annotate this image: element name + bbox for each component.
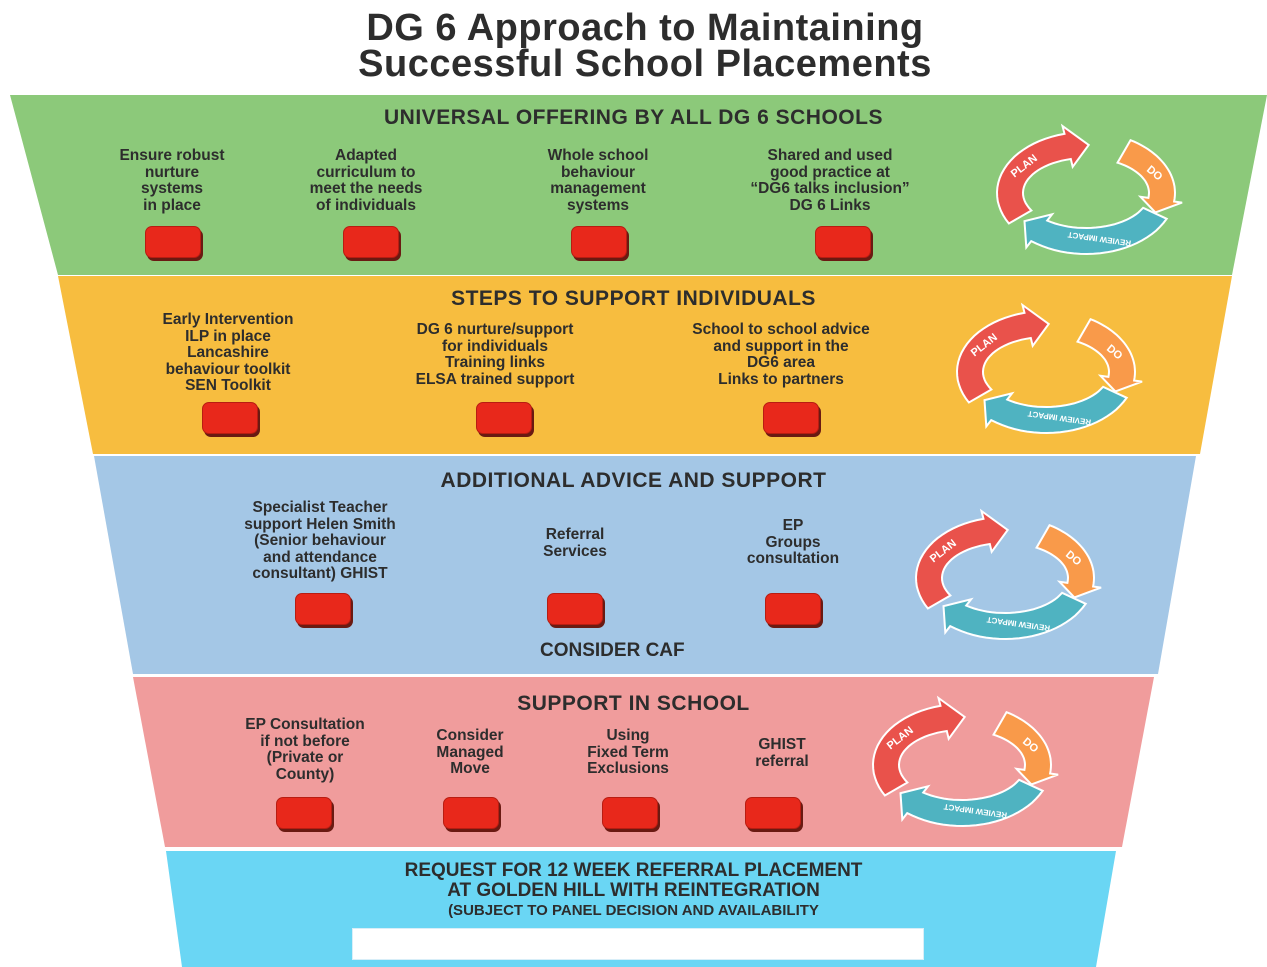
additional-ep-groups-checkbox[interactable]	[765, 593, 821, 625]
school-item-managed-move: Consider Managed Move	[436, 727, 504, 777]
request-line-1: REQUEST FOR 12 WEEK REFERRAL PLACEMENT	[404, 860, 863, 881]
additional-specialist-teacher-checkbox[interactable]	[295, 593, 351, 625]
support-in-school-band: SUPPORT IN SCHOOL EP Consultation if not…	[0, 677, 1267, 847]
additional-band-title: ADDITIONAL ADVICE AND SUPPORT	[440, 469, 827, 492]
universal-good-practice-checkbox[interactable]	[815, 226, 871, 258]
additional-item-referral-services: Referral Services	[543, 526, 607, 560]
request-line-3: (SUBJECT TO PANEL DECISION AND AVAILABIL…	[448, 902, 819, 919]
steps-nurture-support-checkbox[interactable]	[476, 402, 532, 434]
universal-item-nurture: Ensure robust nurture systems in place	[119, 147, 225, 214]
universal-nurture-checkbox[interactable]	[145, 226, 201, 258]
review-impact-arrow	[983, 385, 1129, 435]
steps-item-nurture-support: DG 6 nurture/support for individuals Tra…	[415, 321, 575, 388]
review-impact-arrow	[942, 591, 1088, 641]
page-title-line-2: Successful School Placements	[358, 43, 932, 85]
plan-arrow	[871, 695, 967, 797]
additional-advice-band: ADDITIONAL ADVICE AND SUPPORT Specialist…	[0, 456, 1267, 674]
universal-item-curriculum: Adapted curriculum to meet the needs of …	[309, 147, 423, 214]
do-arrow	[1035, 523, 1102, 599]
universal-item-behaviour: Whole school behaviour management system…	[547, 147, 649, 214]
universal-curriculum-checkbox[interactable]	[343, 226, 399, 258]
universal-behaviour-checkbox[interactable]	[571, 226, 627, 258]
additional-item-specialist-teacher: Specialist Teacher support Helen Smith (…	[244, 499, 396, 582]
page-title-line-1: DG 6 Approach to Maintaining	[366, 7, 924, 49]
steps-band-background	[58, 276, 1232, 454]
school-ghist-referral-checkbox[interactable]	[745, 797, 801, 829]
request-line-2: AT GOLDEN HILL WITH REINTEGRATION	[447, 880, 820, 901]
school-item-fixed-term-exclusions: Using Fixed Term Exclusions	[587, 727, 669, 777]
additional-band-background	[94, 456, 1196, 674]
school-ep-consultation-checkbox[interactable]	[276, 797, 332, 829]
additional-item-ep-groups: EP Groups consultation	[746, 517, 840, 567]
referral-request-band: REQUEST FOR 12 WEEK REFERRAL PLACEMENT A…	[0, 851, 1267, 967]
review-impact-arrow	[1023, 206, 1169, 256]
school-item-ep-consultation: EP Consultation if not before (Private o…	[245, 716, 365, 783]
do-arrow	[1116, 138, 1183, 214]
school-managed-move-checkbox[interactable]	[443, 797, 499, 829]
review-impact-arrow	[899, 778, 1045, 828]
steps-support-band: STEPS TO SUPPORT INDIVIDUALS Early Inter…	[0, 276, 1267, 454]
school-band-background	[133, 677, 1154, 847]
steps-item-early-intervention: Early Intervention ILP in place Lancashi…	[162, 311, 294, 394]
school-band-title: SUPPORT IN SCHOOL	[517, 692, 750, 715]
steps-item-school-to-school: School to school advice and support in t…	[692, 321, 870, 388]
do-arrow	[1076, 317, 1143, 393]
universal-offering-band: UNIVERSAL OFFERING BY ALL DG 6 SCHOOLS E…	[0, 95, 1267, 275]
consider-caf-label: CONSIDER CAF	[540, 640, 685, 661]
request-entry-field[interactable]	[352, 928, 924, 960]
do-arrow	[992, 710, 1059, 786]
page-title: DG 6 Approach to Maintaining Successful …	[0, 7, 1267, 85]
additional-referral-services-checkbox[interactable]	[547, 593, 603, 625]
steps-early-intervention-checkbox[interactable]	[202, 402, 258, 434]
universal-item-good-practice: Shared and used good practice at “DG6 ta…	[750, 147, 910, 214]
steps-school-to-school-checkbox[interactable]	[763, 402, 819, 434]
universal-band-background	[10, 95, 1267, 275]
steps-band-title: STEPS TO SUPPORT INDIVIDUALS	[451, 287, 816, 310]
universal-band-title: UNIVERSAL OFFERING BY ALL DG 6 SCHOOLS	[384, 106, 883, 129]
school-fixed-term-exclusions-checkbox[interactable]	[602, 797, 658, 829]
school-item-ghist-referral: GHIST referral	[755, 736, 809, 770]
plan-arrow	[955, 302, 1051, 404]
plan-arrow	[995, 123, 1091, 225]
plan-arrow	[914, 508, 1010, 610]
